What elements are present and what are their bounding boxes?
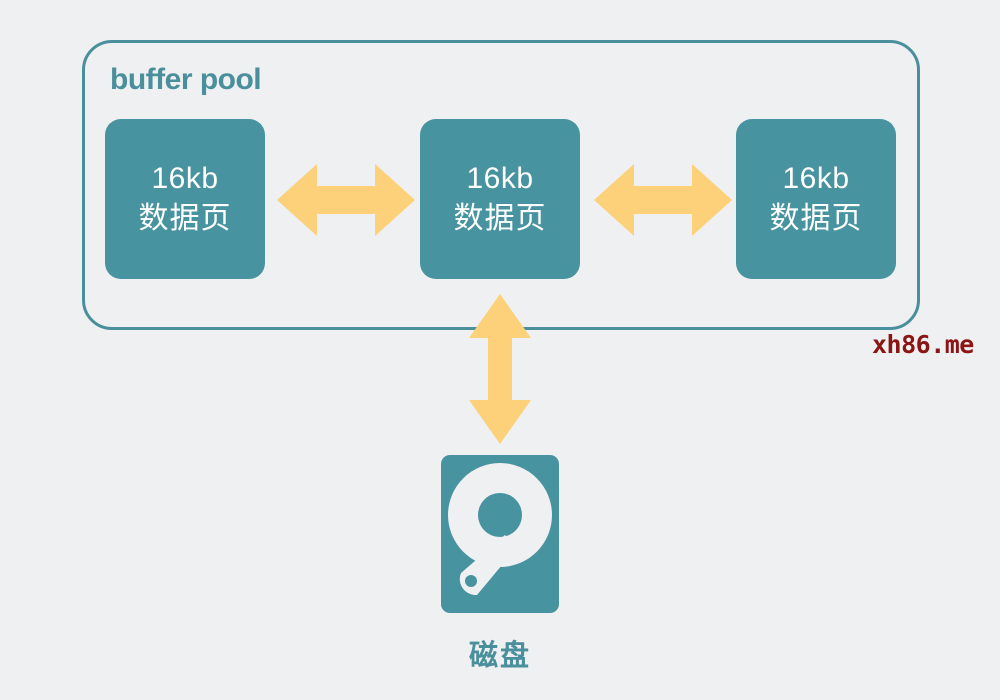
data-page-name: 数据页 bbox=[453, 202, 547, 235]
data-page-card: 16kb 数据页 bbox=[736, 119, 896, 279]
data-page-card: 16kb 数据页 bbox=[420, 119, 580, 279]
data-page-name: 数据页 bbox=[769, 202, 863, 235]
hard-disk-icon bbox=[441, 455, 559, 613]
bidirectional-arrow-vertical-icon bbox=[469, 294, 531, 444]
disk-label: 磁盘 bbox=[468, 640, 531, 672]
bidirectional-arrow-left-icon bbox=[277, 164, 415, 236]
watermark: xh86.me bbox=[872, 330, 974, 359]
data-page-size: 16kb bbox=[466, 162, 534, 195]
bidirectional-arrow-right-icon bbox=[594, 164, 732, 236]
data-page-size: 16kb bbox=[151, 162, 219, 195]
buffer-pool-title: buffer pool bbox=[110, 63, 262, 96]
data-page-size: 16kb bbox=[782, 162, 850, 195]
data-page-card: 16kb 数据页 bbox=[105, 119, 265, 279]
data-page-name: 数据页 bbox=[138, 202, 232, 235]
